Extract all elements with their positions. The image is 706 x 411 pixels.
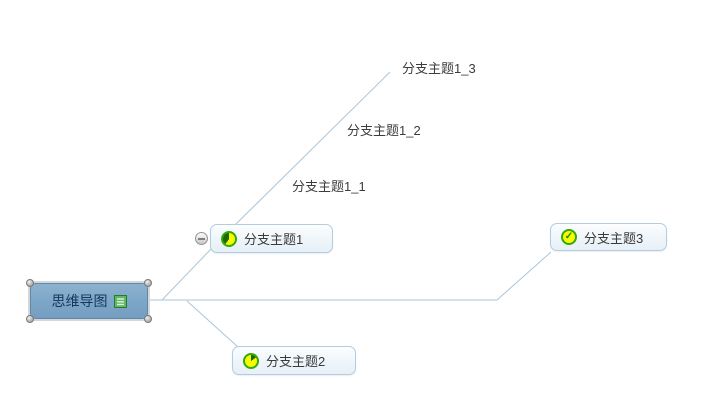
connector-branch1-subtopics [234, 71, 391, 226]
branch-topic-1-label: 分支主题1 [244, 232, 304, 247]
subtopic-1-2[interactable]: 分支主题1_2 [347, 123, 421, 138]
branch-topic-2[interactable]: 分支主题2 [232, 346, 356, 375]
connector-root-branch1 [161, 248, 212, 301]
subtopic-1-3[interactable]: 分支主题1_3 [402, 61, 476, 76]
selection-handle-bottom-left[interactable] [26, 315, 34, 323]
selection-handle-top-right[interactable] [144, 279, 152, 287]
connector-root-branch2 [186, 300, 239, 348]
task-done-check-icon[interactable]: ✓ [561, 229, 577, 245]
root-topic[interactable]: 思维导图 [28, 281, 150, 321]
minus-icon [198, 237, 205, 240]
notes-icon[interactable] [113, 294, 127, 308]
task-progress-start-icon[interactable] [243, 352, 259, 369]
selection-handle-top-left[interactable] [26, 279, 34, 287]
collapse-button[interactable] [195, 232, 208, 245]
branch-topic-3-label: 分支主题3 [584, 230, 644, 246]
subtopic-1-1[interactable]: 分支主题1_1 [292, 179, 366, 194]
branch-topic-3[interactable]: ✓ 分支主题3 [550, 223, 667, 251]
root-topic-label: 思维导图 [51, 293, 108, 309]
selection-handle-bottom-right[interactable] [144, 315, 152, 323]
connector-root-branch3 [148, 251, 552, 301]
task-progress-partial-icon[interactable] [221, 230, 237, 247]
branch-topic-1[interactable]: 分支主题1 [210, 224, 333, 253]
branch-topic-2-label: 分支主题2 [266, 354, 326, 369]
